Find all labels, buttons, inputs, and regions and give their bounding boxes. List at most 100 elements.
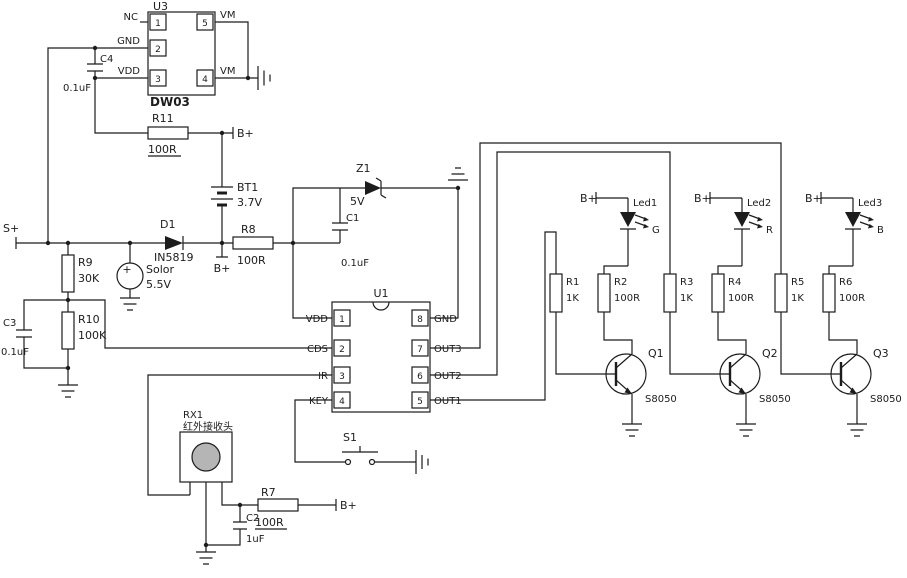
u3-vm-top-label: VM <box>220 10 235 21</box>
u3-nc-label: NC <box>124 12 138 23</box>
c2-value-label: 1uF <box>246 534 265 545</box>
u1-pin-name-gnd: GND <box>434 314 457 325</box>
r9-value-label: 30K <box>78 272 100 285</box>
rb-value-label: 1K <box>566 293 579 304</box>
led-color-label: R <box>766 225 773 236</box>
c2-ref-label: C2 <box>246 513 259 524</box>
u1-pin-number: 4 <box>339 397 345 407</box>
z1-value-label: 5V <box>350 195 365 208</box>
c4-capacitor: C4 0.1uF <box>63 54 113 94</box>
npn-transistor <box>605 353 647 424</box>
u3-vdd-label: VDD <box>118 66 141 77</box>
bplus-label: B+ <box>694 192 711 205</box>
c1-capacitor: C1 0.1uF <box>332 213 369 269</box>
u1-pin-number: 2 <box>339 345 345 355</box>
rb-ref-label: R5 <box>791 277 804 288</box>
r9-resistor: R9 30K <box>61 254 100 293</box>
wires <box>15 21 782 552</box>
u1-pin-name-cds: CDS <box>307 344 328 355</box>
d1-value-label: IN5819 <box>154 251 193 264</box>
c4-value-label: 0.1uF <box>63 83 91 94</box>
u1-chip: U1 1 2 3 4 8 7 6 5 VDD CDS IR KEY GND OU… <box>306 287 462 413</box>
u3-pin5-number: 5 <box>202 19 208 29</box>
junction-dots <box>45 45 461 548</box>
r7-value-label: 100R <box>255 516 284 529</box>
u1-pin-name-out1: OUT1 <box>434 396 462 407</box>
u1-pin-name-out3: OUT3 <box>434 344 462 355</box>
r11-bplus-label: B+ <box>237 127 254 140</box>
q-value-label: S8050 <box>645 394 677 405</box>
rc-value-label: 100R <box>839 293 865 304</box>
solar-ref-label: Solor <box>146 263 174 276</box>
u3-pin4-number: 4 <box>202 75 208 85</box>
ground-symbol <box>622 423 642 437</box>
led-symbol <box>845 212 874 266</box>
bt1-value-label: 3.7V <box>237 196 262 209</box>
c1-ref-label: C1 <box>346 213 359 224</box>
rb-ref-label: R1 <box>566 277 579 288</box>
r11-value-label: 100R <box>148 143 177 156</box>
base-resistor: R3 1K <box>663 273 693 313</box>
q-value-label: S8050 <box>759 394 791 405</box>
r7-ref-label: R7 <box>261 486 276 499</box>
ground-symbol <box>257 66 271 90</box>
u3-part-label: DW03 <box>150 95 190 109</box>
bt1-ref-label: BT1 <box>237 181 258 194</box>
splus-label: S+ <box>3 222 19 235</box>
u1-notch <box>372 301 390 311</box>
r10-value-label: 100K <box>78 329 107 342</box>
c3-value-label: 0.1uF <box>1 347 29 358</box>
led-ref-label: Led1 <box>633 198 657 209</box>
u1-pin-name-out2: OUT2 <box>434 371 462 382</box>
s1-ref-label: S1 <box>343 431 357 444</box>
u1-pin-number: 3 <box>339 372 345 382</box>
rc-ref-label: R6 <box>839 277 852 288</box>
ground-symbol <box>58 384 78 398</box>
led-symbol <box>734 212 763 266</box>
led-ref-label: Led3 <box>858 198 882 209</box>
z1-ref-label: Z1 <box>356 162 371 175</box>
u3-vm-bottom-label: VM <box>220 66 235 77</box>
led-driver-stage-1: B+ Led1 G R2 100R R1 1K <box>549 192 677 437</box>
rb-value-label: 1K <box>791 293 804 304</box>
rx1-lens <box>191 442 221 472</box>
z1-zener-diode: Z1 5V <box>350 162 387 208</box>
r8-ref-label: R8 <box>241 223 256 236</box>
r10-resistor: R10 100K <box>58 311 107 398</box>
collector-resistor: R2 100R <box>597 273 640 313</box>
rc-value-label: 100R <box>614 293 640 304</box>
u1-pin-number: 6 <box>417 372 423 382</box>
rc-ref-label: R4 <box>728 277 741 288</box>
rx1-ir-receiver: RX1 红外接收头 <box>179 410 233 565</box>
ground-symbol <box>196 551 216 565</box>
rx1-desc-label: 红外接收头 <box>183 420 233 433</box>
npn-transistor <box>830 353 872 424</box>
u3-ref-label: U3 <box>153 0 168 13</box>
led-driver-stage-2: B+ Led2 R R4 100R R3 1K <box>663 192 791 437</box>
r11-resistor: R11 100R B+ <box>147 112 254 157</box>
r9-ref-label: R9 <box>78 256 93 269</box>
u1-ref-label: U1 <box>373 287 388 300</box>
c4-ref-label: C4 <box>100 54 113 65</box>
u1-pin-number: 5 <box>417 397 423 407</box>
d1-diode: D1 IN5819 <box>154 218 193 264</box>
c2-capacitor: C2 1uF <box>233 513 265 545</box>
bt1-bplus-label: B+ <box>214 262 231 275</box>
rc-ref-label: R2 <box>614 277 627 288</box>
q-value-label: S8050 <box>870 394 902 405</box>
u1-pin-number: 7 <box>417 345 423 355</box>
ground-symbol <box>736 423 756 437</box>
u1-pin-number: 8 <box>417 315 423 325</box>
base-resistor: R5 1K <box>774 273 804 313</box>
u1-pin-name-vdd: VDD <box>306 314 329 325</box>
c3-ref-label: C3 <box>3 318 16 329</box>
solar-source: + Solor 5.5V <box>116 262 174 311</box>
collector-resistor: R6 100R <box>822 273 865 313</box>
solar-value-label: 5.5V <box>146 278 171 291</box>
u1-pin-name-key: KEY <box>309 396 329 407</box>
led-color-label: G <box>652 225 660 236</box>
u1-pin-number: 1 <box>339 315 345 325</box>
base-resistor: R1 1K <box>549 273 579 313</box>
c1-value-label: 0.1uF <box>341 258 369 269</box>
